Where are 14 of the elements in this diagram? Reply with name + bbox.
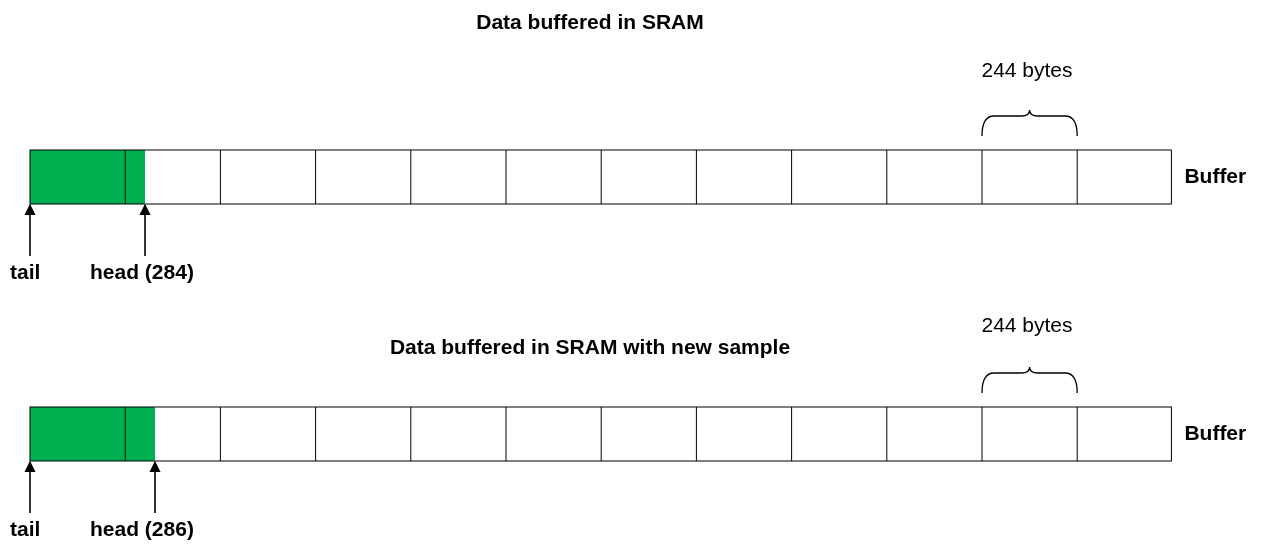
arrow xyxy=(24,203,36,257)
pointer-label: head (284) xyxy=(90,260,194,284)
arrow xyxy=(149,460,161,514)
arrow xyxy=(139,203,151,257)
size-label: 244 bytes xyxy=(981,58,1073,82)
heading: Data buffered in SRAM xyxy=(476,10,704,34)
heading: Data buffered in SRAM with new sample xyxy=(389,335,791,359)
size-label: 244 bytes xyxy=(981,313,1073,337)
pointer-label: head (286) xyxy=(90,517,194,541)
arrow xyxy=(24,460,36,514)
buffer-label: Buffer xyxy=(1184,164,1247,188)
pointer-label: tail xyxy=(10,260,41,284)
pointer-label: tail xyxy=(10,517,41,541)
buffer-label: Buffer xyxy=(1184,421,1247,445)
